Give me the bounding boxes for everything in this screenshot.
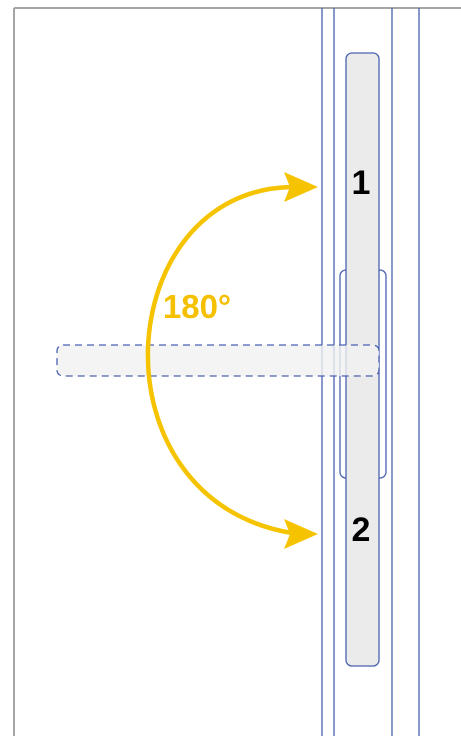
position-label-1: 1 [352,164,371,202]
outer-border [13,7,461,736]
arrowhead-top [284,172,318,202]
arrowhead-bottom [284,519,318,549]
position-label-2: 2 [352,511,371,549]
angle-label: 180° [163,288,231,325]
rotation-arc [145,184,295,536]
handle-ghost-horizontal [56,344,380,377]
